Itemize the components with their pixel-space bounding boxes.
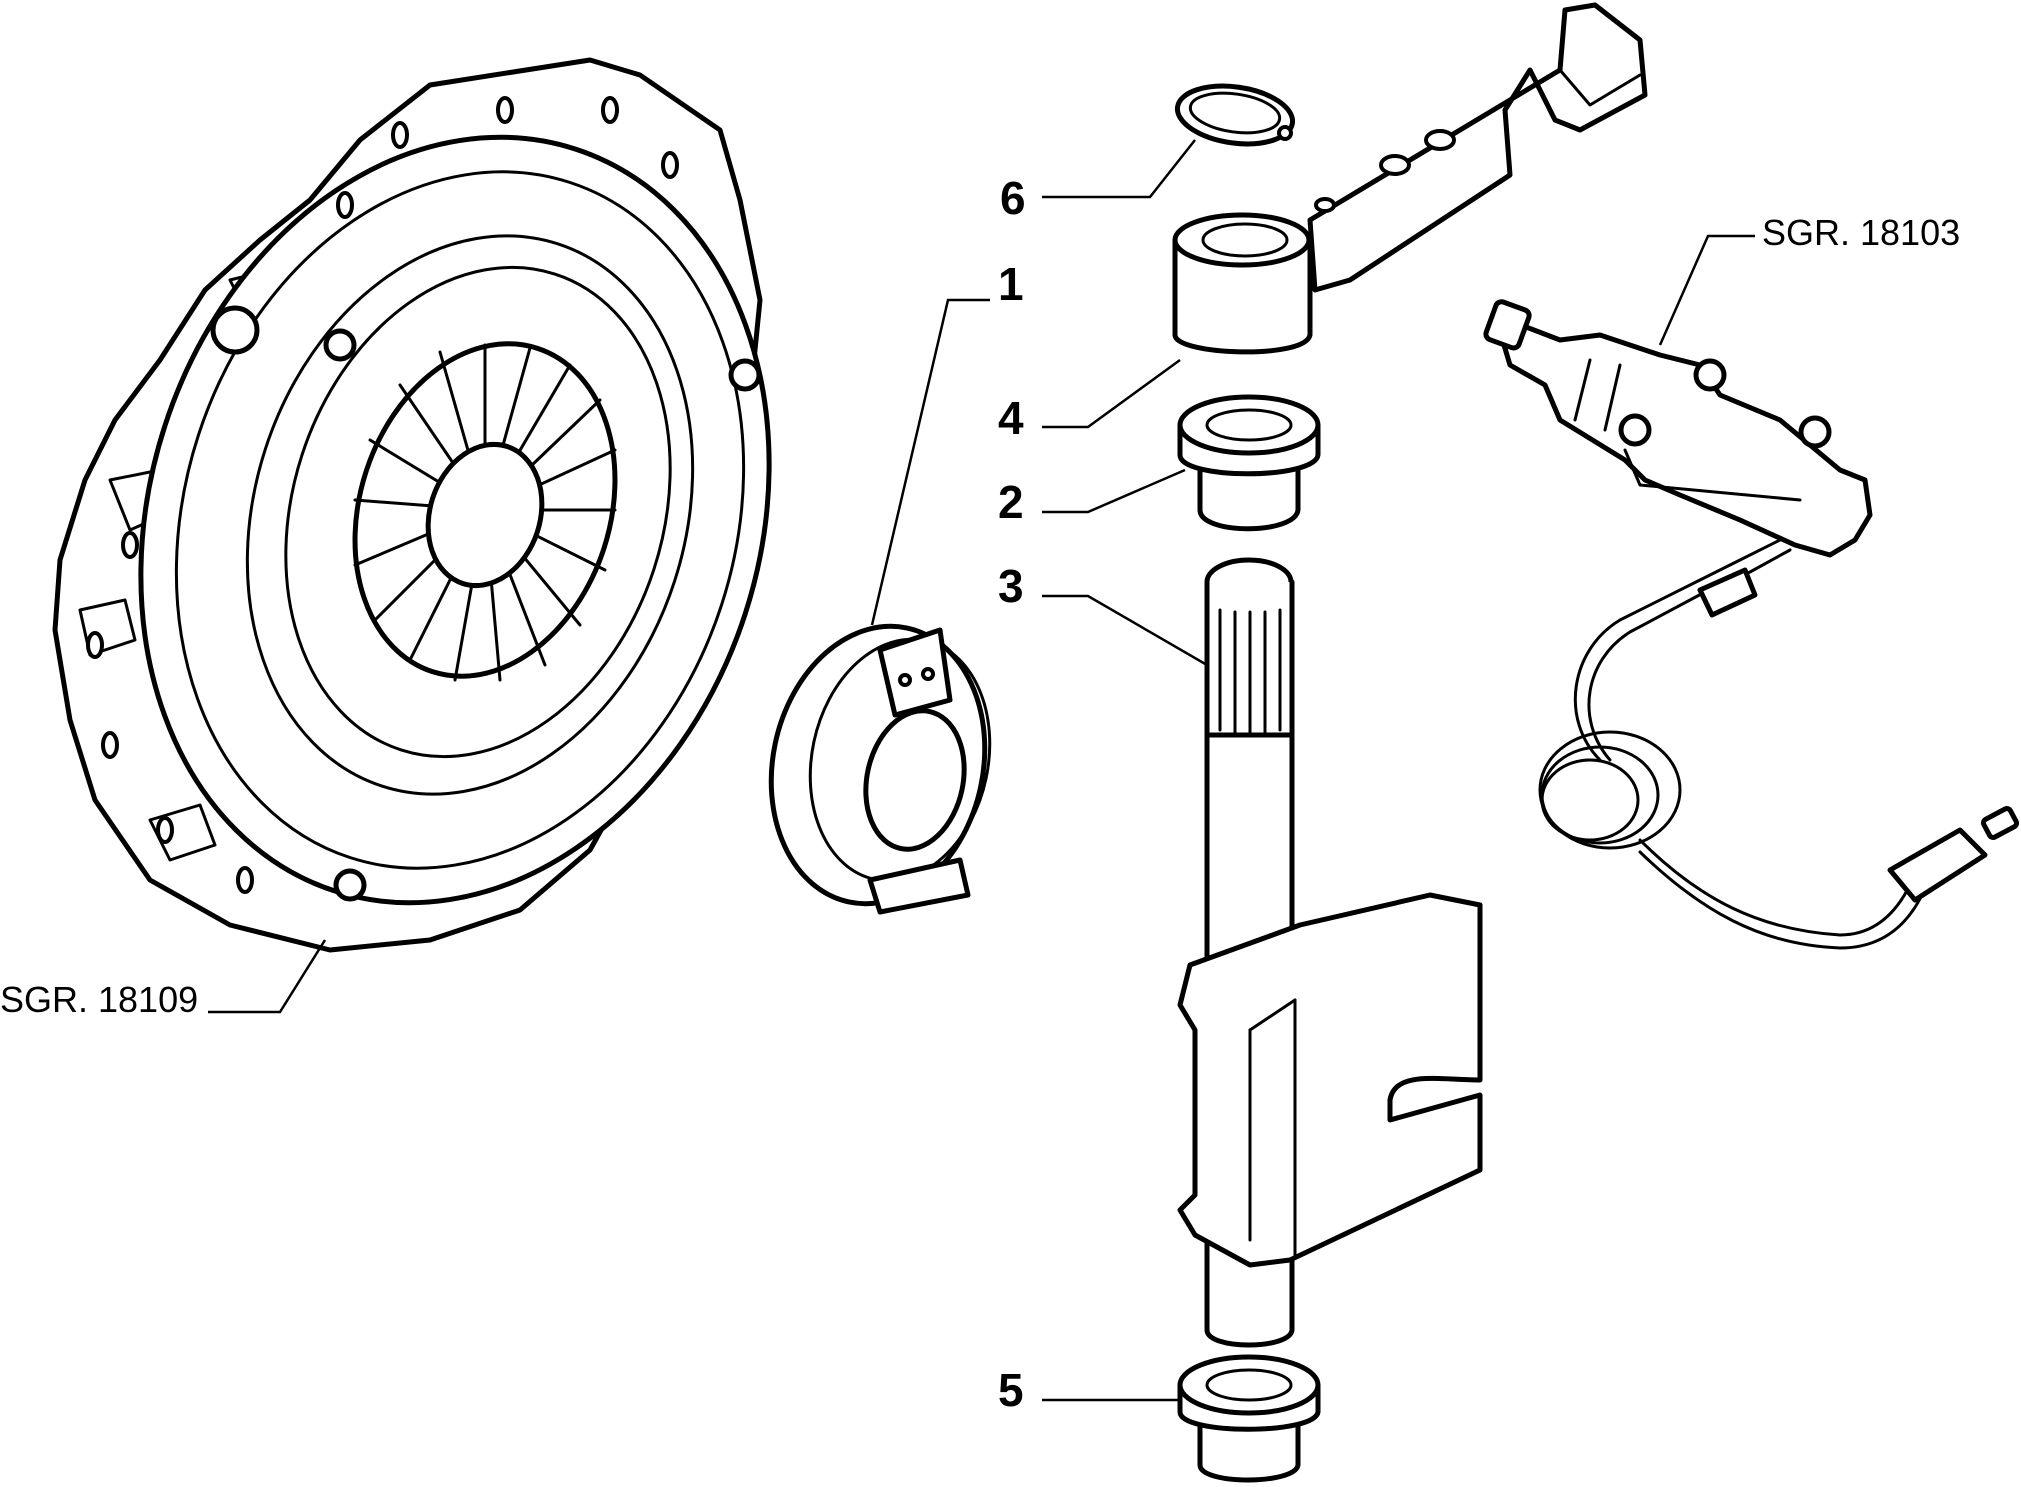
leader-2 (1042, 468, 1186, 514)
leader-1 (870, 298, 990, 626)
reference-sgr-18109: SGR. 18109 (0, 979, 198, 1020)
clutch-release-lever (1172, 2, 1648, 355)
callout-4: 4 (998, 392, 1024, 444)
callout-3: 3 (998, 560, 1024, 612)
release-bearing (768, 623, 992, 915)
reference-sgr-18103: SGR. 18103 (1762, 212, 1960, 253)
clutch-fork-shaft (1177, 557, 1483, 1348)
lower-bushing (1177, 1354, 1321, 1483)
leader-3 (1042, 594, 1208, 667)
leader-sgr-18103 (1658, 234, 1755, 346)
callout-2: 2 (998, 476, 1024, 528)
callout-6: 6 (1000, 172, 1026, 224)
circlip (1174, 83, 1296, 147)
leader-4 (1042, 358, 1181, 429)
callout-1: 1 (998, 258, 1024, 310)
upper-bushing (1177, 394, 1321, 532)
leader-lines (208, 139, 1755, 1402)
leader-6 (1042, 139, 1196, 199)
clutch-pressure-plate (52, 57, 772, 953)
callout-5: 5 (998, 1364, 1024, 1416)
clutch-master-cylinder (1483, 299, 2020, 950)
leader-sgr-18109 (208, 939, 327, 1014)
